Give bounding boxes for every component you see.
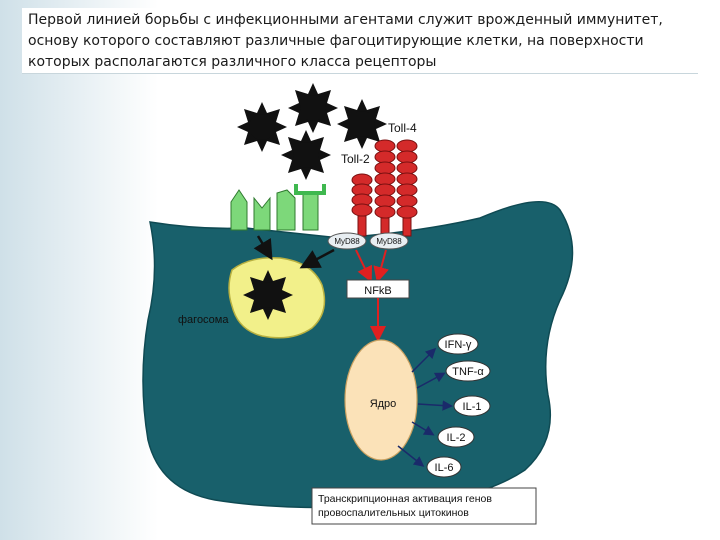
- green-receptor: [276, 189, 296, 231]
- title-line-2: основу которого составляют различные фаг…: [28, 33, 644, 49]
- cytokine-ifn: IFN-γ: [437, 333, 479, 355]
- myd88-right-nfkb-arrow: [373, 249, 389, 283]
- cytokine-il1-label: IL-1: [463, 401, 482, 413]
- green-receptor: [230, 189, 248, 231]
- pathogen-group: [237, 83, 387, 180]
- myd88-left-label: MyD88: [334, 237, 360, 246]
- toll2-label: Toll-2: [341, 152, 370, 166]
- myd88-left-nfkb-arrow: [355, 249, 372, 283]
- arrow-tnf: [416, 372, 446, 389]
- uptake-arrow: [253, 235, 273, 261]
- toll4-receptor-left: [374, 139, 396, 237]
- nucleus-label: Ядро: [370, 398, 397, 410]
- pathogen: [288, 83, 338, 133]
- caption-box: Транскрипционная активация генов провосп…: [311, 487, 537, 525]
- caption-line-2: провоспалительных цитокинов: [318, 507, 469, 519]
- green-receptor-cup: [294, 184, 326, 195]
- cytokine-il6-label: IL-6: [435, 462, 454, 474]
- arrow-il2: [411, 421, 435, 436]
- pathogen: [243, 270, 293, 320]
- slide-title: Первой линией борьбы с инфекционными аге…: [22, 8, 698, 74]
- cytokine-tnf: TNF-α: [445, 360, 491, 382]
- myd88-right-label: MyD88: [376, 237, 402, 246]
- arrow-il6: [397, 445, 425, 467]
- pathogen: [337, 99, 387, 149]
- green-receptor: [253, 196, 271, 231]
- green-receptors: [230, 184, 326, 231]
- myd88-right: MyD88: [369, 232, 409, 250]
- arrow-il1: [417, 400, 453, 411]
- nucleus: [344, 339, 418, 461]
- arrow-ifn: [411, 347, 437, 373]
- title-line-3: которых располагаются различного класса …: [28, 54, 437, 70]
- title-line-1: Первой линией борьбы с инфекционными аге…: [28, 12, 663, 28]
- myd88-left: MyD88: [327, 232, 367, 250]
- pathogen: [281, 130, 331, 180]
- nfkb-label: NFkB: [364, 285, 392, 297]
- cytokine-arrows: [397, 347, 453, 467]
- toll4-receptor-right: [396, 139, 418, 237]
- phagosome-label: фагосома: [178, 314, 229, 326]
- nfkb-box: NFkB: [346, 279, 410, 299]
- cytokine-tnf-label: TNF-α: [452, 366, 484, 378]
- green-receptor: [302, 191, 319, 231]
- cytokine-il6: IL-6: [426, 456, 462, 478]
- toll4-label: Toll-4: [388, 121, 417, 135]
- cytokine-ifn-label: IFN-γ: [445, 339, 472, 351]
- cytokine-il2-label: IL-2: [447, 432, 466, 444]
- toll2-receptor: [351, 173, 373, 237]
- pathogen: [237, 102, 287, 152]
- cytokine-il2: IL-2: [437, 426, 475, 448]
- caption-line-1: Транскрипционная активация генов: [318, 493, 492, 505]
- cytokine-il1: IL-1: [453, 395, 491, 417]
- myd88-to-phagosome-arrow: [299, 248, 335, 269]
